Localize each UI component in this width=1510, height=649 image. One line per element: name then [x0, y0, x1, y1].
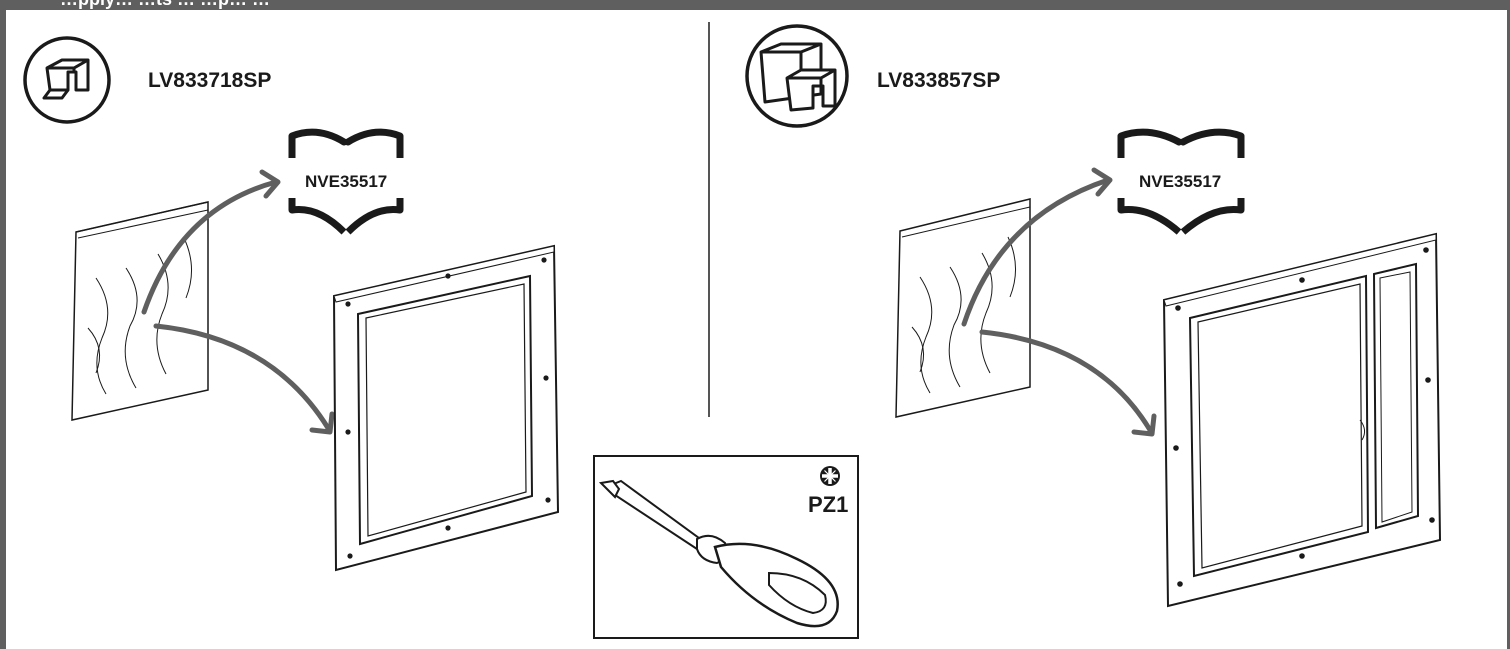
manual-code-left: NVE35517: [305, 172, 388, 191]
sealing-frame-right: [1162, 232, 1442, 608]
manual-code-right: NVE35517: [1139, 172, 1222, 191]
kit-divider: [708, 22, 710, 417]
sealing-frame-left: [332, 244, 560, 572]
manual-book-icon: [288, 128, 404, 235]
double-box-enclosure-icon: [745, 24, 849, 128]
arrow-to-manual-left: [141, 169, 281, 315]
tool-label: PZ1: [808, 492, 849, 517]
arrow-to-frame-left: [153, 323, 335, 435]
left-border: [0, 10, 6, 649]
right-border: [1507, 10, 1510, 649]
hardware-bag-icon: [895, 198, 1031, 418]
header-bar: …pply… …ts … …p… …: [0, 0, 1510, 10]
pozidriv-bit-icon: [820, 466, 840, 486]
header-title: …pply… …ts … …p… …: [60, 0, 270, 10]
kit-reference-right: LV833857SP: [877, 69, 1001, 92]
manual-book-icon: [1117, 128, 1245, 235]
arrow-to-manual-right: [961, 167, 1113, 327]
arrow-to-frame-right: [979, 329, 1157, 437]
kit-reference-left: LV833718SP: [148, 69, 272, 92]
single-box-enclosure-icon: [23, 36, 111, 124]
screwdriver-icon: [593, 455, 859, 639]
